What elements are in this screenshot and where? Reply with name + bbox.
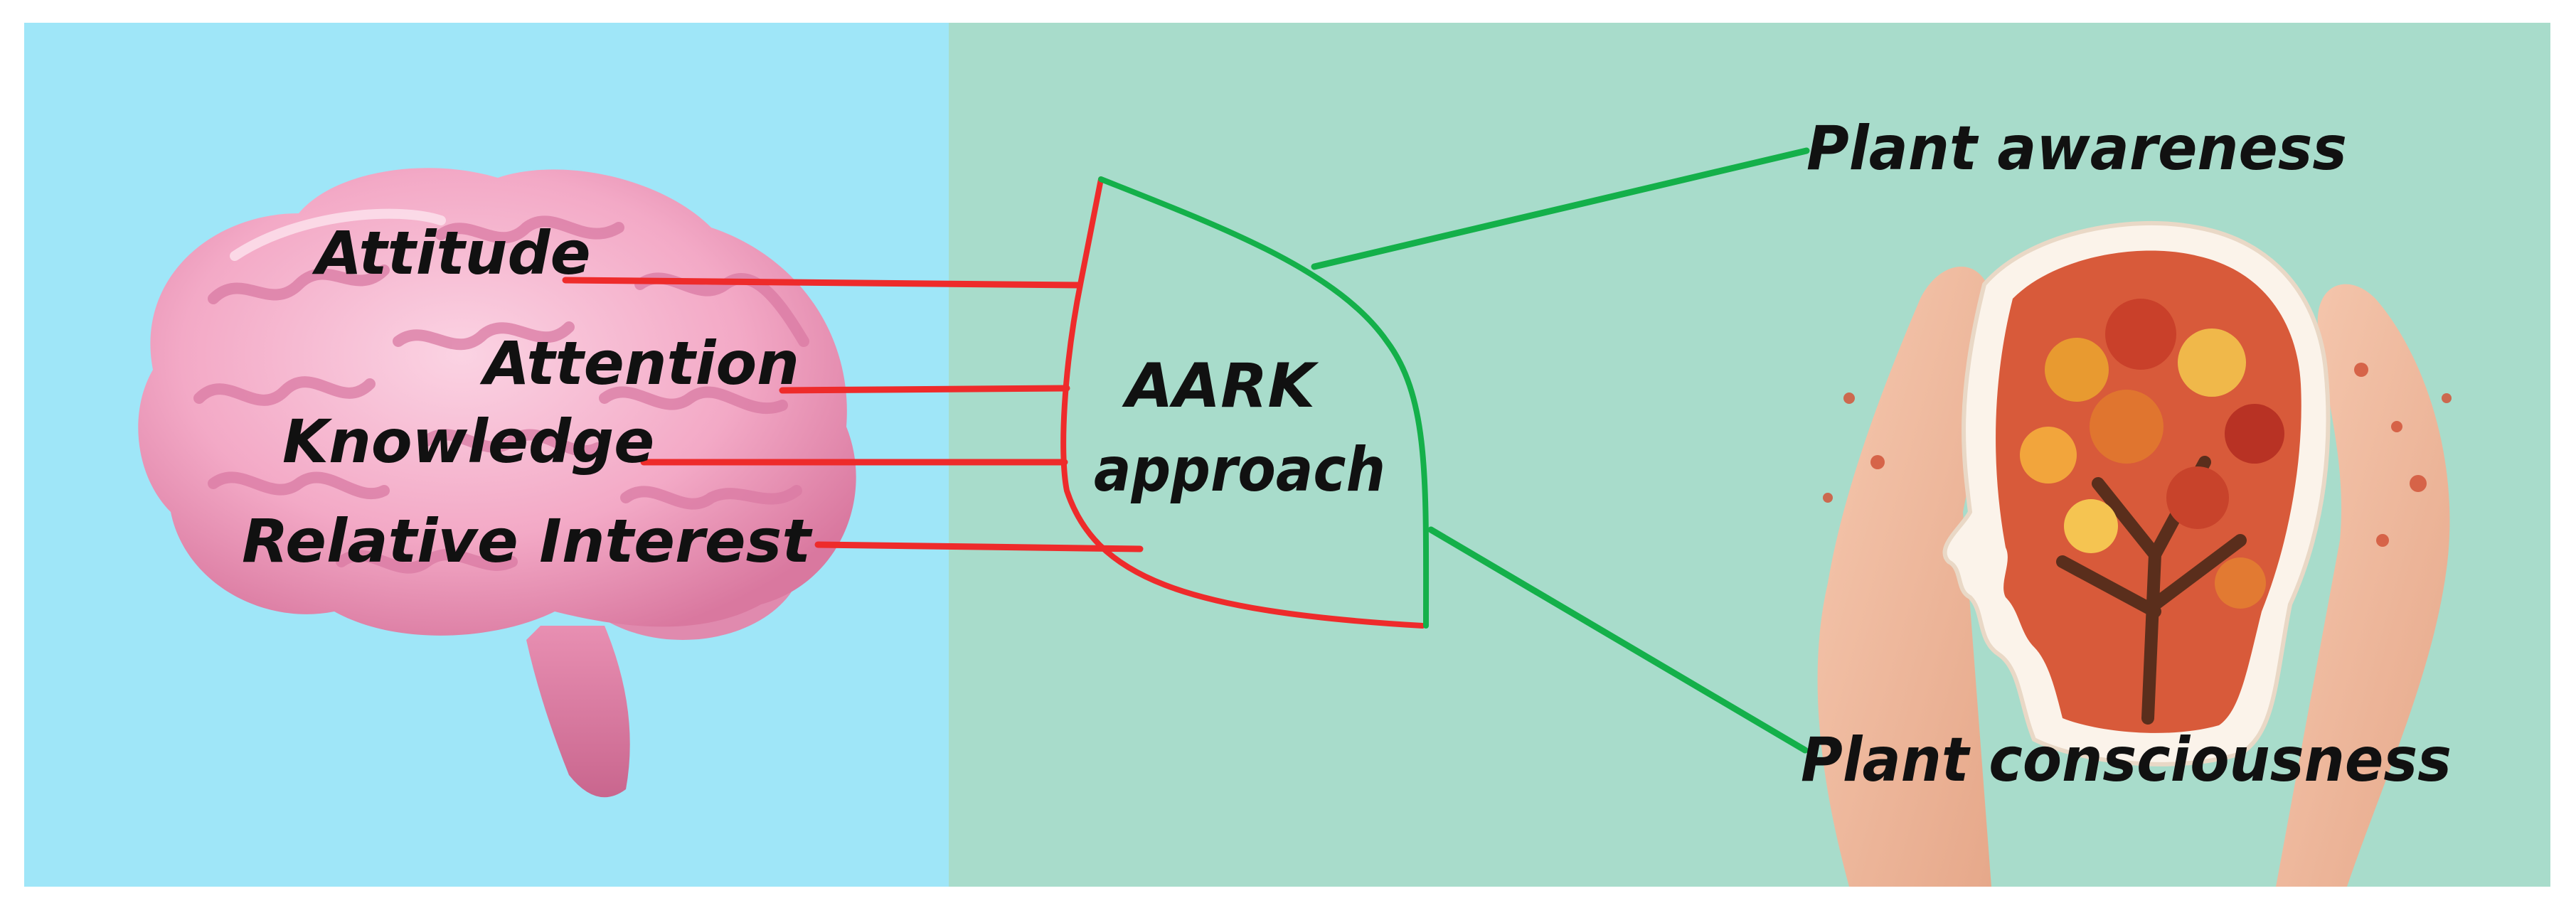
plant-awareness-label: Plant awareness	[1806, 113, 2347, 184]
attitude-label: Attitude	[312, 218, 591, 288]
aark-shape-left-border	[1060, 176, 1425, 629]
aark-title-line2: approach	[1094, 434, 1385, 506]
hands-head-tree-illustration	[1817, 220, 2452, 887]
relative-interest-connector	[814, 541, 1144, 552]
attention-connector	[779, 385, 1070, 394]
consciousness-connector	[1427, 526, 1809, 754]
aark-shape-right-border	[1098, 176, 1430, 629]
aark-title-line1: AARK	[1122, 351, 1319, 422]
relative-interest-label: Relative Interest	[242, 506, 813, 576]
attitude-connector	[562, 277, 1083, 289]
plant-consciousness-label: Plant consciousness	[1801, 725, 2452, 796]
knowledge-label: Knowledge	[282, 407, 654, 476]
brain-illustration	[138, 168, 856, 798]
output-connectors	[1311, 147, 1810, 754]
input-connectors	[562, 277, 1144, 552]
awareness-connector	[1311, 147, 1810, 270]
attention-label: Attention	[479, 329, 799, 398]
